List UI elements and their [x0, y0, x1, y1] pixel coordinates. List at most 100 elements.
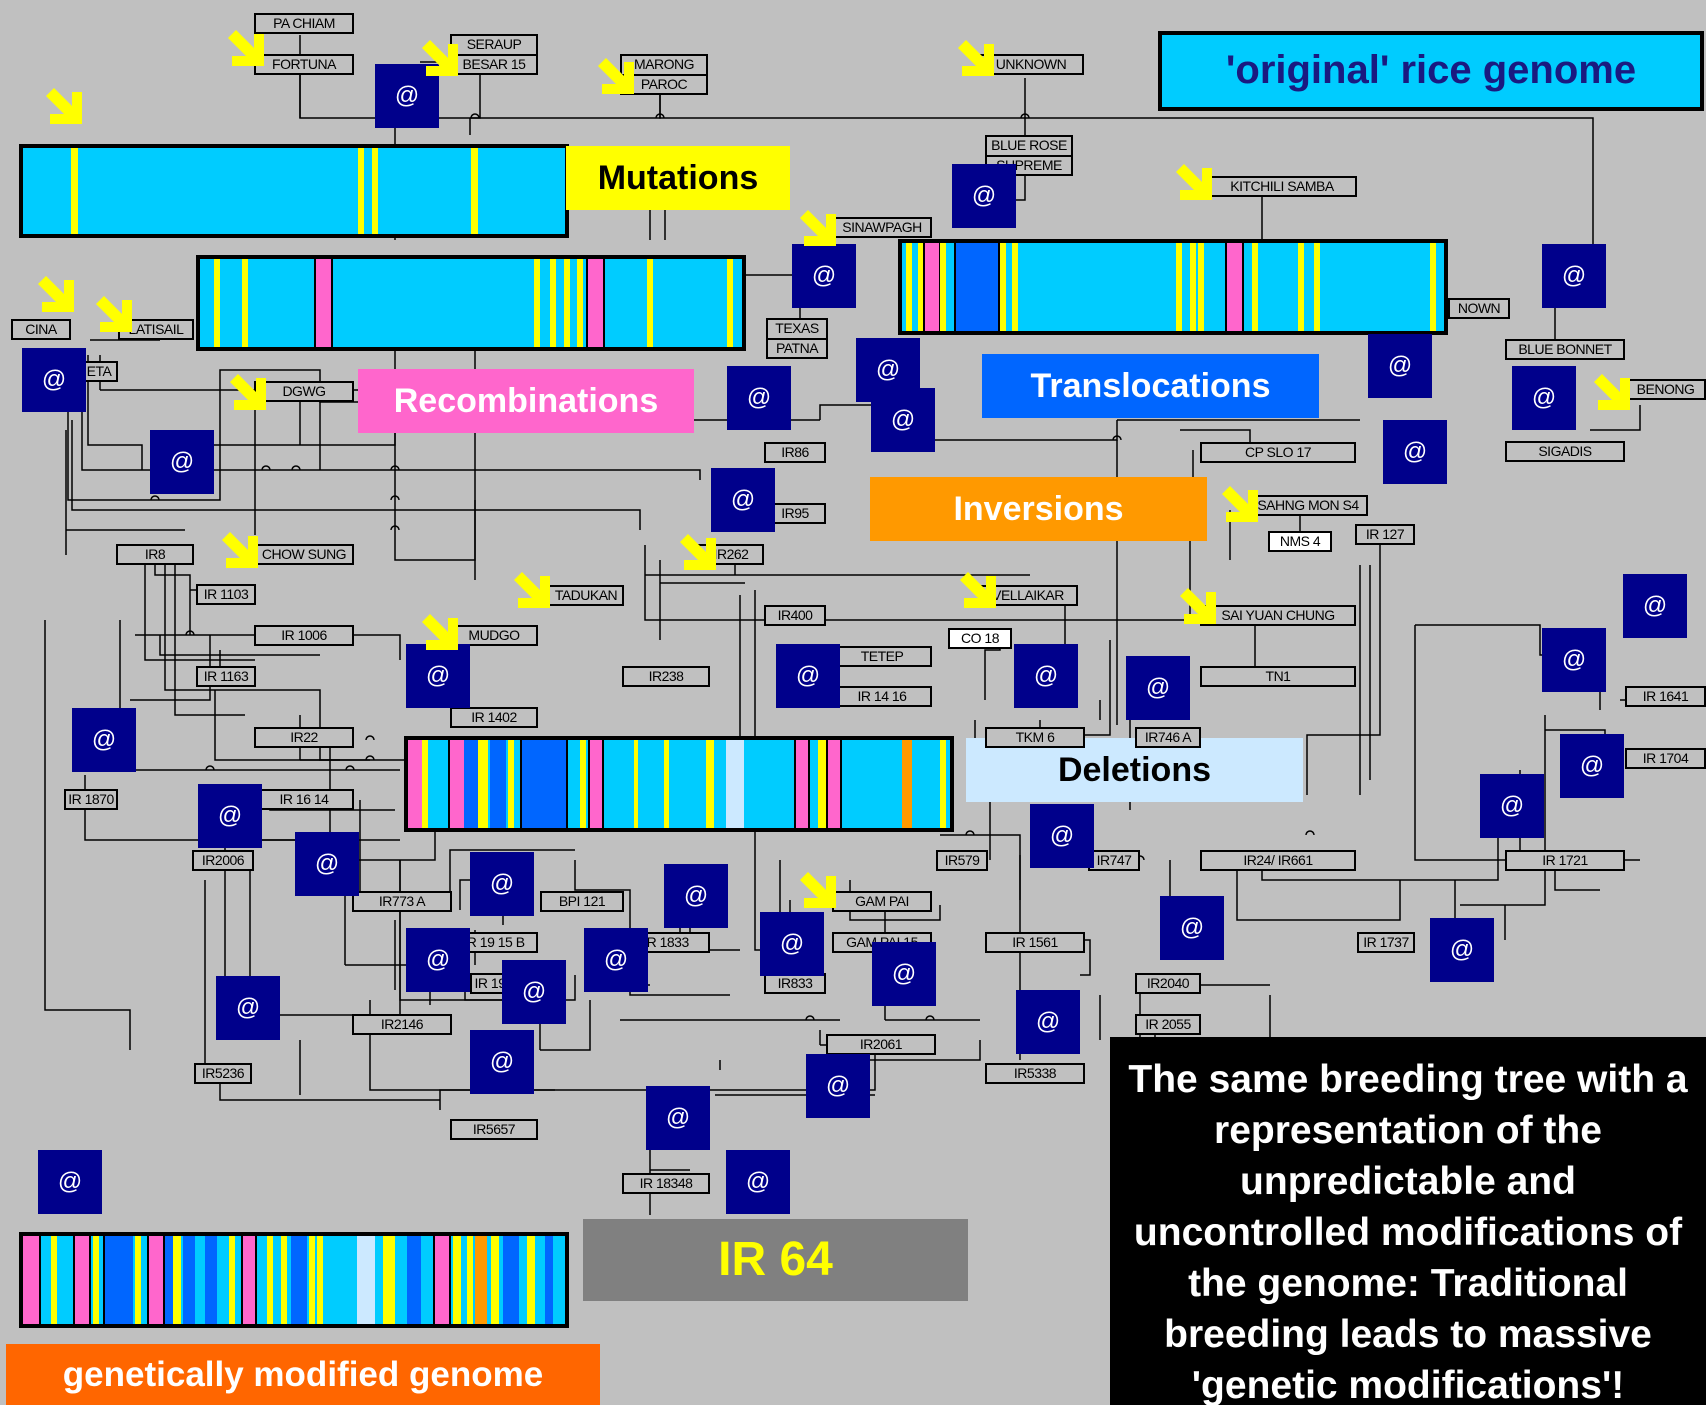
mutation-band	[372, 148, 378, 234]
node-ir2006: IR2006	[192, 850, 254, 871]
at-link-box[interactable]: @	[1016, 990, 1080, 1054]
at-link-box[interactable]: @	[1160, 896, 1224, 960]
mutation-band	[281, 1236, 287, 1324]
mutation-band	[727, 259, 733, 347]
at-link-box[interactable]: @	[406, 928, 470, 992]
mutation-band	[1298, 243, 1304, 331]
node-sai-yuan-chung: SAI YUAN CHUNG	[1200, 605, 1356, 626]
at-link-box[interactable]: @	[1126, 656, 1190, 720]
at-link-box[interactable]: @	[806, 1054, 870, 1118]
mutation-arrow-icon	[598, 58, 634, 94]
recombination-band	[923, 243, 941, 331]
mutation-band	[453, 1236, 461, 1324]
translocation-band	[407, 1236, 421, 1324]
mutation-band	[309, 1236, 315, 1324]
node-unknown-1: UNKNOWN	[978, 54, 1084, 75]
node-latisail: LATISAIL	[118, 319, 194, 340]
at-link-box[interactable]: @	[72, 708, 136, 772]
at-link-box[interactable]: @	[38, 1150, 102, 1214]
translocation-band	[291, 1236, 307, 1324]
node-tetep: TETEP	[832, 646, 932, 667]
at-link-box[interactable]: @	[952, 164, 1016, 228]
mutation-band	[383, 1236, 395, 1324]
mutation-band	[550, 259, 556, 347]
at-link-box[interactable]: @	[1480, 774, 1544, 838]
node-ir238: IR238	[622, 666, 710, 687]
node-ir2040: IR2040	[1135, 973, 1201, 994]
recombinations-label: Recombinations	[358, 369, 694, 433]
node-ir833: IR833	[764, 973, 826, 994]
at-link-box[interactable]: @	[1542, 628, 1606, 692]
mutation-band	[51, 1236, 57, 1324]
mutation-band	[214, 259, 220, 347]
node-gam-pai: GAM PAI	[832, 891, 932, 912]
at-link-box[interactable]: @	[664, 864, 728, 928]
node-texas: TEXAS	[766, 318, 828, 339]
original-genome-bar	[19, 144, 569, 238]
mutation-band	[173, 1236, 181, 1324]
node-vellaikar: VELLAIKAR	[978, 585, 1078, 606]
node-ir22: IR22	[254, 727, 354, 748]
mutation-band	[93, 1236, 99, 1324]
at-link-box[interactable]: @	[1383, 420, 1447, 484]
at-link-box[interactable]: @	[726, 1150, 790, 1214]
mutation-band	[818, 740, 826, 828]
node-sigadis: SIGADIS	[1505, 441, 1625, 462]
at-link-box[interactable]: @	[646, 1086, 710, 1150]
node-ir2146: IR2146	[352, 1014, 452, 1035]
at-link-box[interactable]: @	[1512, 366, 1576, 430]
mutation-arrow-icon	[228, 30, 264, 66]
at-link-box[interactable]: @	[216, 976, 280, 1040]
mutation-band	[1176, 243, 1182, 331]
modified-genome-bar	[19, 1232, 569, 1328]
mutation-arrow-icon	[960, 572, 996, 608]
at-link-box[interactable]: @	[502, 960, 566, 1024]
at-link-box[interactable]: @	[470, 852, 534, 916]
node-ir1416: IR 14 16	[832, 686, 932, 707]
mutation-band	[647, 259, 653, 347]
node-fortuna: FORTUNA	[254, 54, 354, 75]
node-ir5338: IR5338	[985, 1063, 1085, 1084]
at-link-box[interactable]: @	[295, 832, 359, 896]
recombination-band	[147, 1236, 165, 1324]
at-link-box[interactable]: @	[584, 928, 648, 992]
at-link-box[interactable]: @	[776, 644, 840, 708]
at-link-box[interactable]: @	[198, 784, 262, 848]
mutation-band	[918, 243, 924, 331]
at-link-box[interactable]: @	[406, 644, 470, 708]
node-pa-chiam: PA CHIAM	[254, 13, 354, 34]
at-link-box[interactable]: @	[1560, 734, 1624, 798]
at-link-box[interactable]: @	[470, 1030, 534, 1094]
at-link-box[interactable]: @	[760, 912, 824, 976]
translocated-genome-bar	[898, 239, 1448, 335]
mutation-band	[71, 148, 78, 234]
at-link-box[interactable]: @	[1430, 918, 1494, 982]
mutation-band	[1000, 243, 1006, 331]
mutation-arrow-icon	[230, 374, 266, 410]
at-link-box[interactable]: @	[792, 244, 856, 308]
at-link-box[interactable]: @	[1030, 804, 1094, 868]
at-link-box[interactable]: @	[22, 348, 86, 412]
node-dgwg: DGWG	[254, 381, 354, 402]
node-ir1641: IR 1641	[1625, 686, 1706, 707]
at-link-box[interactable]: @	[1014, 644, 1078, 708]
at-link-box[interactable]: @	[727, 366, 791, 430]
mutation-band	[229, 1236, 235, 1324]
mutation-arrow-icon	[46, 88, 82, 124]
at-link-box[interactable]: @	[1542, 244, 1606, 308]
ir64-result-box: IR 64	[583, 1219, 968, 1301]
mutation-band	[1012, 243, 1018, 331]
at-link-box[interactable]: @	[872, 942, 936, 1006]
node-ir1163: IR 1163	[196, 666, 256, 687]
at-link-box[interactable]: @	[711, 468, 775, 532]
at-link-box[interactable]: @	[150, 430, 214, 494]
at-link-box[interactable]: @	[1623, 574, 1687, 638]
mutation-arrow-icon	[800, 210, 836, 246]
mutation-arrow-icon	[38, 276, 74, 312]
mutation-arrow-icon	[222, 532, 258, 568]
at-link-box[interactable]: @	[871, 388, 935, 452]
mutation-arrow-icon	[1594, 374, 1630, 410]
at-link-box[interactable]: @	[1368, 334, 1432, 398]
mutation-band	[471, 148, 478, 234]
